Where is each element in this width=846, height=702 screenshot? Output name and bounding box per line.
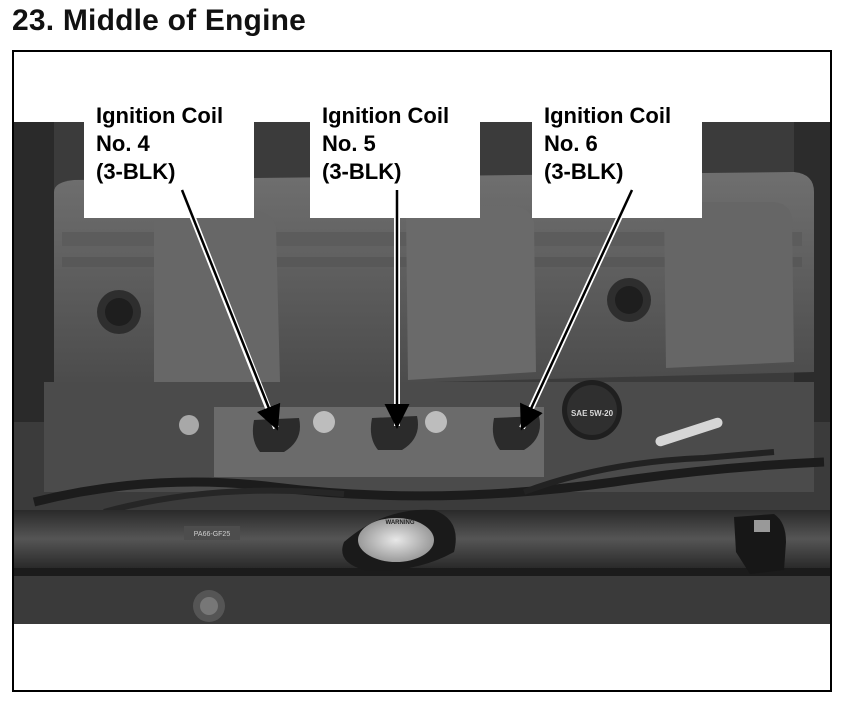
callout-coil-4-line-1: Ignition Coil bbox=[96, 103, 224, 128]
radiator-cap: WARNING bbox=[342, 509, 456, 571]
callout-arrows bbox=[179, 188, 635, 431]
hose-tag-text: PA66-GF25 bbox=[194, 531, 231, 538]
arrow-coil-6-stroke bbox=[520, 189, 634, 431]
engine-cover bbox=[54, 172, 814, 392]
callout-coil-5-line-2: No. 5 bbox=[322, 131, 376, 156]
callout-coil-6-line-2: No. 6 bbox=[544, 131, 598, 156]
callout-label-coil-6: Ignition Coil No. 6 (3-BLK) bbox=[532, 98, 702, 218]
callout-coil-6-line-3: (3-BLK) bbox=[544, 159, 624, 184]
callout-label-coil-4: Ignition Coil No. 4 (3-BLK) bbox=[84, 98, 254, 218]
callout-coil-5-line-3: (3-BLK) bbox=[322, 159, 402, 184]
callout-coil-5-line-1: Ignition Coil bbox=[322, 103, 450, 128]
page-heading: 23. Middle of Engine bbox=[12, 4, 307, 37]
callout-coil-6-line-1: Ignition Coil bbox=[544, 103, 672, 128]
arrow-coil-4-stroke bbox=[180, 189, 281, 431]
oil-filler-cap: SAE 5W-20 bbox=[562, 380, 622, 440]
radiator-cap-text: WARNING bbox=[386, 520, 415, 526]
figure-frame: SAE 5W-20 PA66-GF25 WARNING Ignition Co bbox=[12, 50, 832, 692]
callout-label-coil-5: Ignition Coil No. 5 (3-BLK) bbox=[310, 98, 480, 218]
oil-cap-text: SAE 5W-20 bbox=[571, 409, 614, 418]
callout-coil-4-line-2: No. 4 bbox=[96, 131, 150, 156]
callout-coil-4-line-3: (3-BLK) bbox=[96, 159, 176, 184]
